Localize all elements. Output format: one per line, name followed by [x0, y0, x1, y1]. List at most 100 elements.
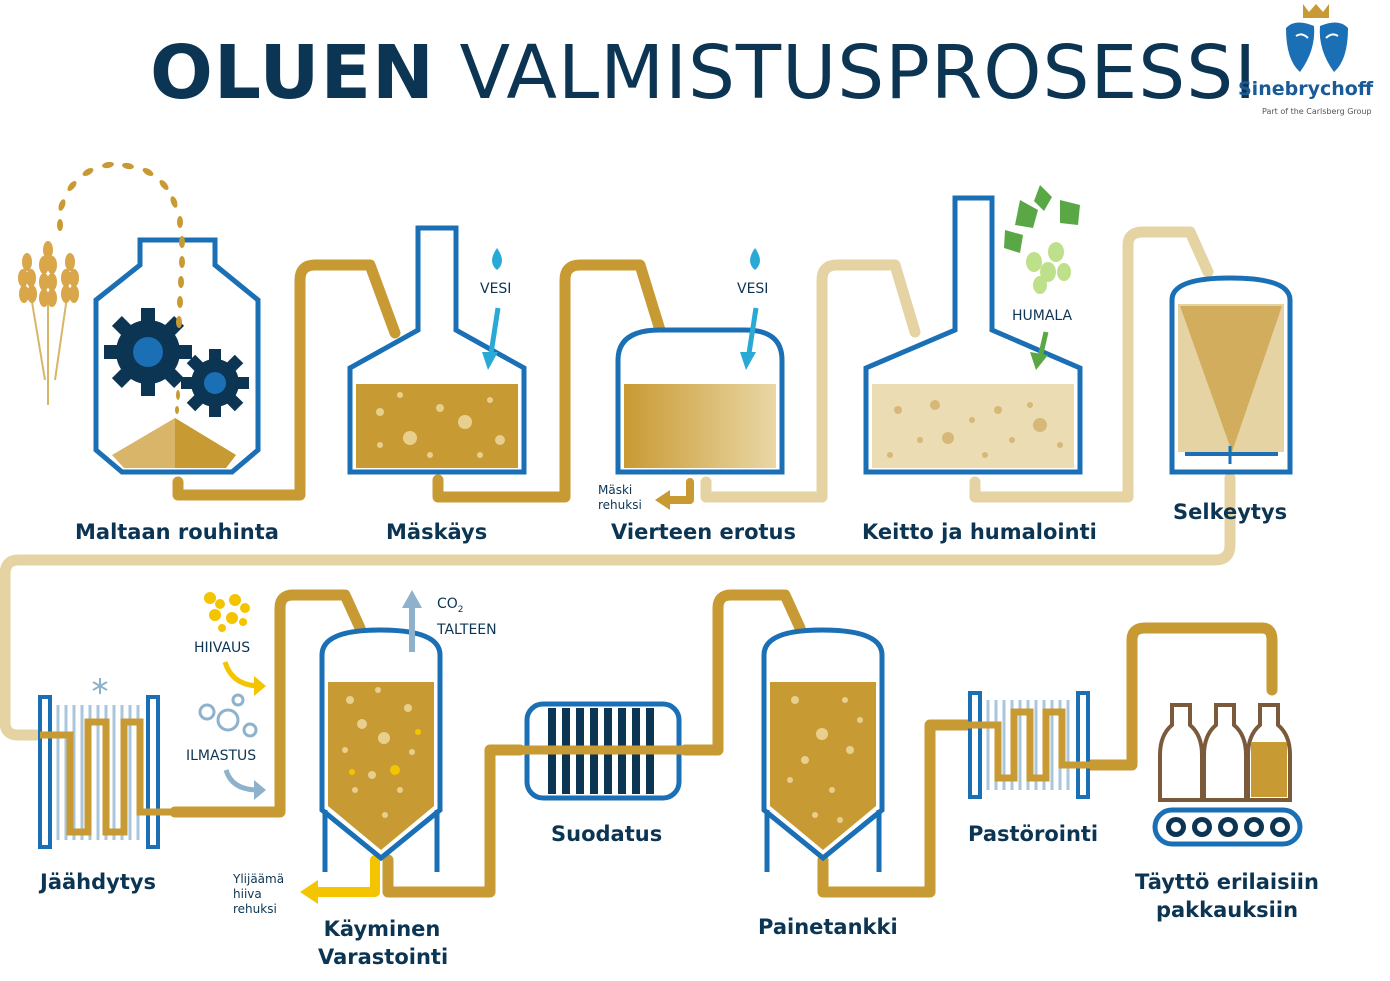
step-label-malt: Maltaan rouhinta [75, 520, 279, 544]
mash-liquid [356, 384, 518, 468]
brand-subtitle: Part of the Carlsberg Group [1262, 107, 1372, 116]
yeast-feed-line3: rehuksi [233, 902, 277, 916]
conveyor-roller-hubs [1171, 822, 1285, 832]
whirlpool-vortex [1180, 306, 1282, 452]
step-label-ferment-line1: Käyminen [323, 917, 441, 941]
aeration-label: ILMASTUS [186, 748, 257, 764]
aeration-bubbles-icon [198, 693, 258, 738]
water-drop-icon [492, 248, 502, 270]
pasteur-coil [968, 708, 1090, 782]
pressure-bubbles [787, 696, 863, 823]
page-title: OLUEN VALMISTUSPROSESSI [150, 30, 1257, 116]
mash-waste-arrowhead [655, 490, 670, 510]
mash-feed-label: Mäski rehuksi [598, 483, 642, 513]
hops-arrow [1037, 331, 1049, 359]
step-label-ferment: Käyminen Varastointi [318, 915, 449, 971]
mash-feed-line1: Mäski [598, 483, 633, 497]
co2-label: CO2 TALTEEN [437, 594, 497, 640]
pipe-filter-to-pressure [679, 589, 806, 756]
pasteurizer [968, 691, 1090, 799]
step-label-fill-line1: Täyttö erilaisiin [1135, 870, 1319, 894]
pipes-row-1 [0, 226, 1236, 741]
pasteur-right-plate [1076, 691, 1090, 799]
beer-filter [520, 701, 685, 801]
water-arrow-2 [745, 307, 759, 361]
water-arrowhead-1 [482, 352, 498, 370]
yeast-arrow [222, 661, 259, 689]
small-gear-icon [181, 349, 249, 417]
pipe-cool-to-ferment [169, 589, 366, 818]
snowflake-icon [92, 678, 108, 694]
mash-bubbles [376, 392, 505, 458]
fermentation-liquid [328, 682, 434, 850]
aeration-arrow [223, 769, 259, 793]
cooler-left-plate [38, 695, 52, 849]
brew-kettle [863, 195, 1083, 475]
pipe-boil-to-clarify [969, 226, 1214, 503]
co2-label-sub: 2 [457, 604, 464, 615]
malt-grist-pile-shadow [175, 418, 236, 468]
pipe-mash-to-wort [432, 259, 666, 503]
hops-arrowhead [1030, 352, 1048, 370]
pipe-pasteur-to-fill [1084, 622, 1278, 771]
title-light: VALMISTUSPROSESSI [459, 30, 1258, 116]
falling-grain-icon [57, 161, 185, 414]
step-label-filter: Suodatus [551, 822, 663, 846]
water-arrowhead-2 [740, 352, 756, 370]
cooler-right-plate [146, 695, 160, 849]
pipe-wort-to-boil [700, 259, 921, 503]
pressure-tank [761, 627, 885, 872]
brand-name: Sinebrychoff [1238, 78, 1374, 100]
step-label-ferment-line2: Varastointi [318, 945, 449, 969]
title-bold: OLUEN [150, 30, 435, 116]
yeast-arrowhead [254, 676, 266, 696]
pasteur-left-plate [968, 691, 982, 799]
fermentation-bubbles [342, 687, 415, 818]
step-label-pasteur: Pastörointi [968, 822, 1099, 846]
bottling-line [1152, 703, 1303, 847]
yeast-feed-label: Ylijäämä hiiva rehuksi [233, 872, 284, 917]
pipes-row-2 [169, 589, 1278, 904]
cooler-coil [40, 718, 175, 836]
pipe-mash-waste [661, 478, 694, 504]
water-arrow-1 [487, 307, 501, 361]
lauter-tun [615, 327, 785, 475]
boil-bubbles [887, 400, 1063, 458]
hops-label: HUMALA [1012, 308, 1073, 324]
water-drop-icon [750, 248, 760, 270]
whirlpool [1169, 275, 1293, 475]
bottle-icon [1202, 703, 1248, 802]
yeast-icon [204, 592, 250, 632]
large-gear-icon [104, 308, 192, 396]
mash-feed-line2: rehuksi [598, 498, 642, 512]
mash-tun [347, 225, 527, 475]
pressure-liquid [770, 682, 876, 850]
pipe-malt-to-mash [172, 259, 401, 501]
wort-cooler [38, 678, 175, 849]
step-label-wort: Vierteen erotus [611, 520, 796, 544]
step-label-pressure: Painetankki [758, 915, 898, 939]
pipe-yeast-waste [310, 855, 380, 897]
fermentation-tank [319, 627, 443, 872]
malt-mill [18, 161, 261, 475]
pipe-ferment-to-filter [382, 744, 526, 898]
fermentation-yeast-dots [349, 729, 421, 775]
yeast-feed-line1: Ylijäämä [233, 872, 285, 886]
step-label-clarify: Selkeytys [1173, 500, 1288, 524]
step-label-boil: Keitto ja humalointi [862, 520, 1097, 544]
brand-logo-icon [1286, 4, 1348, 73]
aeration-arrowhead [254, 780, 266, 800]
step-label-mash: Mäskäys [386, 520, 488, 544]
step-label-cool: Jäähdytys [40, 870, 157, 894]
yeast-add-label: HIIVAUS [194, 640, 251, 656]
pipe-pressure-to-pasteur [817, 719, 974, 898]
co2-label-main: CO [437, 596, 458, 612]
bottle-icon [1158, 703, 1204, 802]
water-label-1: VESI [480, 281, 512, 297]
yeast-feed-line2: hiiva [233, 887, 262, 901]
hops-icon [1004, 185, 1080, 294]
step-label-fill: Täyttö erilaisiin pakkauksiin [1135, 868, 1319, 924]
step-label-fill-line2: pakkauksiin [1155, 898, 1299, 922]
